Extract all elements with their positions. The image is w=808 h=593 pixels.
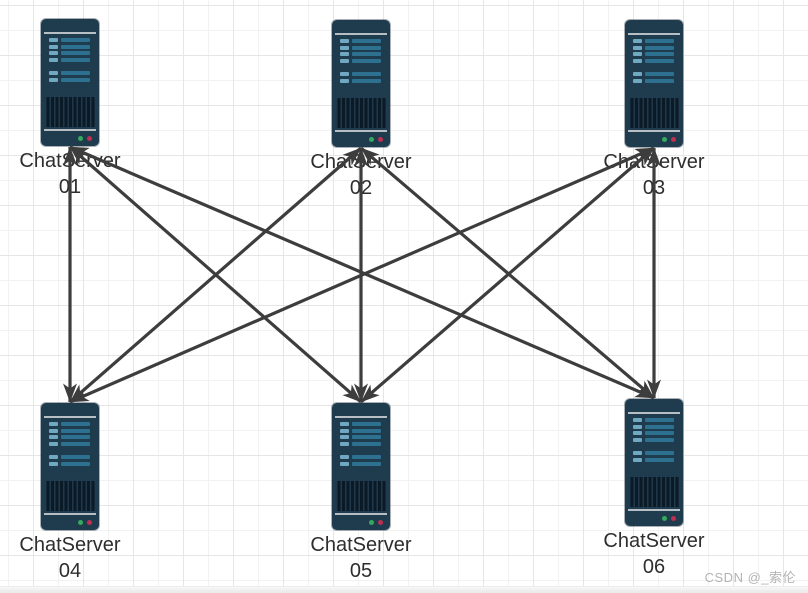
- server-label-name: ChatServer: [310, 151, 412, 173]
- server-drive-bars: [49, 38, 90, 84]
- server-label-name: ChatServer: [603, 530, 705, 552]
- server-top-stripe: [628, 33, 680, 35]
- server-top-stripe: [335, 33, 387, 35]
- server-bottom-stripe: [335, 130, 387, 132]
- server-label-number: 04: [58, 560, 82, 582]
- server-bottom-stripe: [628, 130, 680, 132]
- server-label-number: 06: [642, 556, 666, 578]
- green-led-icon: [78, 136, 83, 141]
- green-led-icon: [369, 137, 374, 142]
- server-leds: [78, 520, 92, 525]
- red-led-icon: [87, 136, 92, 141]
- server-label-name: ChatServer: [19, 534, 121, 556]
- server-vents: [336, 481, 386, 511]
- green-led-icon: [662, 137, 667, 142]
- server-node-06[interactable]: ChatServer 06: [579, 399, 729, 578]
- red-led-icon: [87, 520, 92, 525]
- server-node-05[interactable]: ChatServer 05: [286, 403, 436, 582]
- server-leds: [78, 136, 92, 141]
- server-top-stripe: [44, 416, 96, 418]
- server-leds: [662, 137, 676, 142]
- red-led-icon: [378, 137, 383, 142]
- server-drive-bars: [49, 422, 90, 468]
- red-led-icon: [671, 516, 676, 521]
- server-bottom-stripe: [44, 129, 96, 131]
- server-drive-bars: [340, 422, 381, 468]
- server-icon: [625, 399, 683, 526]
- server-drive-bars: [633, 39, 674, 85]
- server-leds: [369, 137, 383, 142]
- server-bottom-stripe: [335, 513, 387, 515]
- server-label: ChatServer 06: [579, 528, 729, 580]
- server-label-number: 01: [58, 176, 82, 198]
- server-vents: [45, 97, 95, 127]
- server-top-stripe: [44, 32, 96, 34]
- server-label-name: ChatServer: [19, 150, 121, 172]
- server-vents: [45, 481, 95, 511]
- server-node-04[interactable]: ChatServer 04: [0, 403, 145, 582]
- server-icon: [41, 403, 99, 530]
- server-top-stripe: [628, 412, 680, 414]
- server-label-name: ChatServer: [603, 151, 705, 173]
- server-node-02[interactable]: ChatServer 02: [286, 20, 436, 199]
- server-label: ChatServer 01: [0, 148, 145, 200]
- server-node-03[interactable]: ChatServer 03: [579, 20, 729, 199]
- server-leds: [369, 520, 383, 525]
- server-icon: [332, 20, 390, 147]
- server-top-stripe: [335, 416, 387, 418]
- server-vents: [629, 477, 679, 507]
- server-label-number: 03: [642, 177, 666, 199]
- server-label-name: ChatServer: [310, 534, 412, 556]
- server-label: ChatServer 04: [0, 532, 145, 584]
- server-label: ChatServer 03: [579, 149, 729, 201]
- server-node-01[interactable]: ChatServer 01: [0, 19, 145, 198]
- green-led-icon: [662, 516, 667, 521]
- server-bottom-stripe: [44, 513, 96, 515]
- server-label: ChatServer 05: [286, 532, 436, 584]
- green-led-icon: [369, 520, 374, 525]
- server-drive-bars: [340, 39, 381, 85]
- server-icon: [41, 19, 99, 146]
- server-vents: [336, 98, 386, 128]
- red-led-icon: [671, 137, 676, 142]
- server-icon: [625, 20, 683, 147]
- server-label-number: 02: [349, 177, 373, 199]
- server-bottom-stripe: [628, 509, 680, 511]
- green-led-icon: [78, 520, 83, 525]
- server-leds: [662, 516, 676, 521]
- server-label-number: 05: [349, 560, 373, 582]
- server-drive-bars: [633, 418, 674, 464]
- bottom-scroll-strip[interactable]: [0, 586, 808, 593]
- server-icon: [332, 403, 390, 530]
- csdn-watermark: CSDN @_索伦: [704, 570, 796, 585]
- server-vents: [629, 98, 679, 128]
- red-led-icon: [378, 520, 383, 525]
- server-label: ChatServer 02: [286, 149, 436, 201]
